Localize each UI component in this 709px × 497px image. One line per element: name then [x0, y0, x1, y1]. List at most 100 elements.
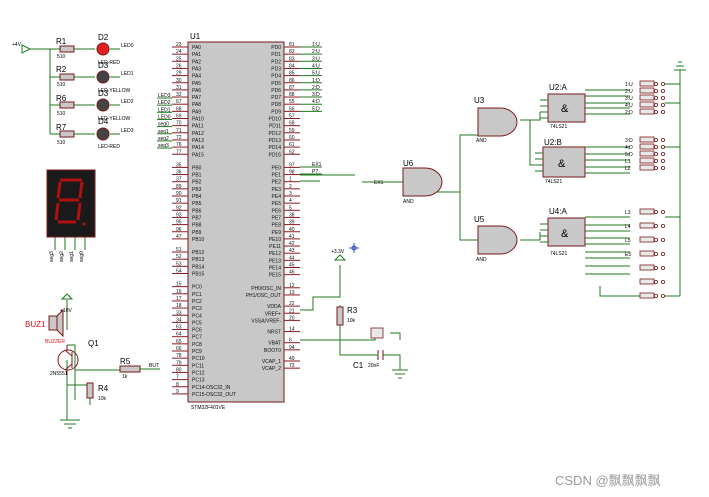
mcu-right-pin-number: 98 [289, 170, 295, 176]
mcu-right-pin-name: PD10 [268, 117, 281, 123]
mcu-right-pin-number: 22 [289, 301, 295, 307]
u2a-ref: U2:A [549, 83, 567, 92]
capacitor-c1 [362, 327, 400, 360]
switch-contact-icon [661, 82, 666, 87]
switch-body [639, 164, 655, 171]
mcu-right-pin-name: PE8 [272, 223, 282, 229]
led-d3b-label: LED-YELLOW [98, 116, 131, 122]
led-d4-label: LED-RED [98, 144, 120, 150]
switch-label: 3:D [625, 138, 633, 144]
r7-value: 510 [57, 140, 66, 146]
u2b-symbol: & [558, 158, 566, 170]
mcu-left-pin-name: PA0 [192, 45, 201, 51]
mcu-left-pin-name: PB2 [192, 180, 202, 186]
u2a-symbol: & [561, 103, 569, 115]
ex1-label: EX1 [374, 180, 384, 186]
switch-contact-icon [654, 151, 659, 156]
seg3-label: seg3 [49, 251, 55, 262]
mcu-left-pin-number: 79 [176, 360, 182, 366]
mcu-left-pin-name: PA15 [192, 152, 204, 158]
switch-contact-icon [661, 89, 666, 94]
switch-body [639, 208, 655, 215]
u3-type: AND [476, 138, 487, 144]
mcu-right-pin-number: 58 [289, 121, 295, 127]
switch-body [639, 157, 655, 164]
mcu-left-pin-name: PB0 [192, 165, 202, 171]
mcu-net-label-right: 3:D [312, 92, 320, 98]
led-d4-ref: D4 [98, 117, 109, 126]
power-33v-label: +3.3V [331, 249, 345, 255]
mcu-left-pin-name: PB14 [192, 264, 204, 270]
switch-contact-icon [654, 209, 659, 214]
mcu-left-pin-number: 68 [176, 106, 182, 112]
mcu-left-pin-name: PB5 [192, 201, 202, 207]
u4a-symbol: & [561, 228, 569, 240]
mcu-left-pin-name: PA13 [192, 138, 204, 144]
mcu-right-pin-number: 61 [289, 142, 295, 148]
switch-body [639, 250, 655, 257]
mcu-left-pin-number: 36 [176, 170, 182, 176]
mcu-net-label-left: seg2 [158, 136, 169, 142]
switch-contact-icon [654, 96, 659, 101]
led-d3a-ref: D3 [98, 61, 109, 70]
ls21-u2b [542, 146, 586, 178]
mcu-left-pin-name: PA5 [192, 81, 201, 87]
u6-ref: U6 [403, 159, 414, 168]
led-d4-net: LED3 [121, 128, 134, 134]
mcu-left-pin-name: PA8 [192, 102, 201, 108]
mcu-net-label-right: 4:D [312, 99, 320, 105]
mcu-right-pin-name: PD12 [268, 131, 281, 137]
mcu-right-pin-name: PD8 [271, 102, 281, 108]
led-d2-ref: D2 [98, 33, 109, 42]
mcu-left-pin-number: 66 [176, 346, 182, 352]
mcu-left-pin-name: PA1 [192, 52, 201, 58]
mcu-right-pin-number: 2 [289, 184, 292, 190]
mcu-right-pin-number: 20 [289, 315, 295, 321]
mcu-right-pin-number: 42 [289, 241, 295, 247]
seg0-label: seg0 [79, 251, 85, 262]
switch-contact-icon [661, 103, 666, 108]
switch-contact-icon [654, 265, 659, 270]
switch-contact-icon [661, 293, 666, 298]
mcu-left-pin-name: PA2 [192, 59, 201, 65]
u6-type: AND [403, 199, 414, 205]
mcu-left-pin-number: 54 [176, 269, 182, 275]
mcu-left-pin-name: PC14-OSC32_IN [192, 385, 231, 391]
mcu-left-pin-name: PB1 [192, 173, 202, 179]
mcu-right-pin-name: VDDA [267, 304, 282, 310]
mcu-right-pin-name: PD6 [271, 88, 281, 94]
mcu-net-label-left: LED1 [158, 107, 171, 113]
switch-label: L2 [625, 166, 631, 172]
switch-contact-icon [654, 144, 659, 149]
mcu-right-pin-name: PD1 [271, 52, 281, 58]
r7-ref: R7 [56, 123, 67, 132]
mcu-right-pin-name: PE2 [272, 180, 282, 186]
mcu-right-pin-number: 57 [289, 114, 295, 120]
transistor-q1 [57, 345, 79, 375]
switch-label: 2:U [625, 89, 633, 95]
mcu-right-pin-name: PE6 [272, 208, 282, 214]
switch-label: 2:D [625, 110, 633, 116]
mcu-left-pin-number: 95 [176, 220, 182, 226]
led-d2-label: LED-RED [98, 60, 120, 66]
led-d3-a [96, 70, 110, 84]
mcu-right-pin-name: PE9 [272, 230, 282, 236]
mcu-left-pin-name: PA3 [192, 66, 201, 72]
mcu-right-pin-number: 40 [289, 227, 295, 233]
led-d2 [96, 42, 110, 56]
and-gate-u6 [402, 167, 443, 197]
mcu-net-label-left: LED0 [158, 114, 171, 120]
mcu-left-pin-name: PC11 [192, 363, 204, 369]
r6-ref: R6 [56, 94, 67, 103]
mcu-right-pin-name: PE4 [272, 194, 282, 200]
switch-label: 5:D [625, 152, 633, 158]
mcu-left-pin-name: PB10 [192, 237, 204, 243]
switch-contact-icon [654, 137, 659, 142]
mcu-left-pin-number: 31 [176, 85, 182, 91]
mcu-left-pin-name: PB8 [192, 223, 202, 229]
mcu-left-pin-number: 77 [176, 149, 182, 155]
mcu-left-pin-name: PA11 [192, 124, 204, 130]
switch-body [639, 80, 655, 87]
